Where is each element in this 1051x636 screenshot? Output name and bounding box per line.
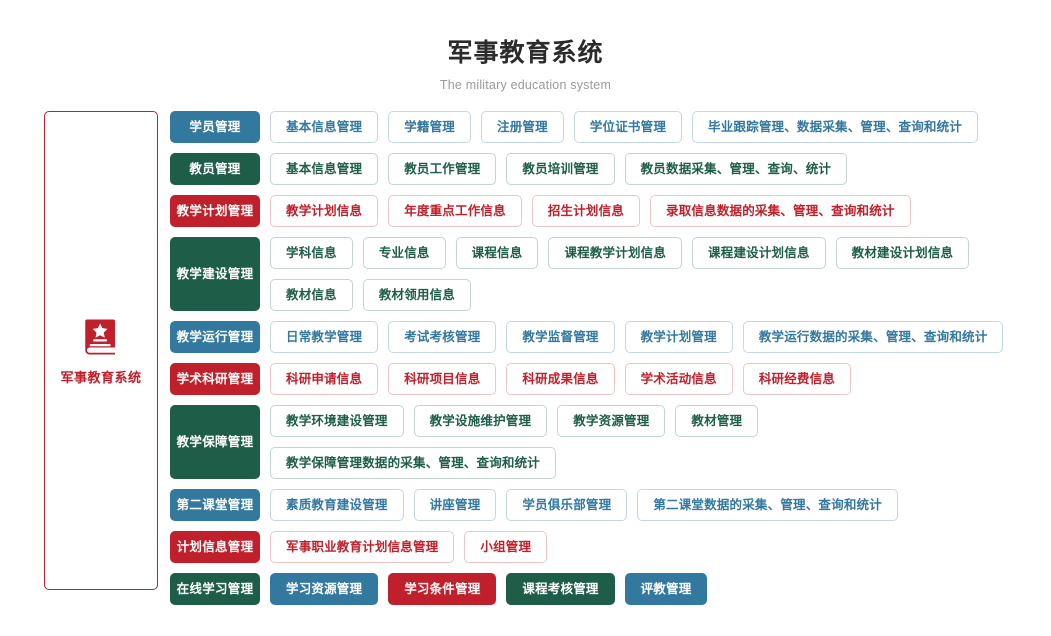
category-item-list: 教学计划信息年度重点工作信息招生计划信息录取信息数据的采集、管理、查询和统计: [270, 195, 1051, 228]
module-button[interactable]: 毕业跟踪管理、数据采集、管理、查询和统计: [692, 111, 979, 144]
category-item-list: 学科信息专业信息课程信息课程教学计划信息课程建设计划信息教材建设计划信息教材信息…: [270, 237, 1051, 312]
category-item-list: 日常教学管理考试考核管理教学监督管理教学计划管理教学运行数据的采集、管理、查询和…: [270, 321, 1051, 354]
module-button[interactable]: 课程建设计划信息: [692, 237, 826, 270]
category-label-4[interactable]: 教学建设管理: [170, 237, 260, 312]
module-button[interactable]: 课程教学计划信息: [548, 237, 683, 270]
module-button[interactable]: 学术活动信息: [624, 363, 733, 396]
module-button[interactable]: 招生计划信息: [531, 195, 641, 228]
module-button[interactable]: 教材信息: [270, 279, 353, 312]
module-button[interactable]: 学位证书管理: [573, 111, 683, 144]
module-button[interactable]: 教材管理: [675, 405, 759, 438]
module-button[interactable]: 教学运行数据的采集、管理、查询和统计: [742, 321, 1004, 354]
module-button[interactable]: 教学资源管理: [557, 405, 666, 438]
module-button[interactable]: 学籍管理: [388, 111, 472, 144]
module-button[interactable]: 科研成果信息: [506, 363, 615, 396]
module-button[interactable]: 学习条件管理: [388, 573, 497, 606]
category-label-6[interactable]: 学术科研管理: [170, 363, 260, 396]
module-button[interactable]: 素质教育建设管理: [270, 489, 404, 522]
module-button[interactable]: 第二课堂数据的采集、管理、查询和统计: [637, 489, 898, 522]
category-label-1[interactable]: 学员管理: [170, 111, 260, 144]
category-item-list: 军事职业教育计划信息管理小组管理: [270, 531, 1051, 564]
category-item-list: 教学环境建设管理教学设施维护管理教学资源管理教材管理教学保障管理数据的采集、管理…: [270, 405, 1051, 480]
category-item-list: 学习资源管理学习条件管理课程考核管理评教管理: [270, 573, 1051, 606]
brand-label: 军事教育系统: [60, 369, 142, 385]
module-button[interactable]: 科研经费信息: [742, 363, 852, 396]
module-button[interactable]: 考试考核管理: [388, 321, 497, 354]
page-title: 军事教育系统: [447, 39, 604, 67]
module-button[interactable]: 教员工作管理: [388, 153, 497, 186]
page-subtitle: The military education system: [439, 78, 612, 93]
module-button[interactable]: 教学计划信息: [270, 195, 379, 228]
category-label-7[interactable]: 教学保障管理: [170, 405, 260, 480]
module-button[interactable]: 小组管理: [464, 531, 548, 564]
module-button[interactable]: 课程信息: [455, 237, 539, 270]
module-button[interactable]: 教学计划管理: [624, 321, 733, 354]
category-item-list: 素质教育建设管理讲座管理学员俱乐部管理第二课堂数据的采集、管理、查询和统计: [270, 489, 1051, 522]
brand-card: 军事教育系统: [44, 111, 158, 591]
module-button[interactable]: 学员俱乐部管理: [506, 489, 628, 522]
module-button[interactable]: 教员培训管理: [506, 153, 615, 186]
category-label-3[interactable]: 教学计划管理: [170, 195, 260, 228]
category-label-10[interactable]: 在线学习管理: [170, 573, 260, 606]
module-button[interactable]: 基本信息管理: [270, 153, 379, 186]
category-row: 在线学习管理学习资源管理学习条件管理课程考核管理评教管理: [170, 573, 1051, 606]
module-button[interactable]: 专业信息: [362, 237, 446, 270]
module-button[interactable]: 基本信息管理: [270, 111, 379, 144]
category-item-list: 基本信息管理教员工作管理教员培训管理教员数据采集、管理、查询、统计: [270, 153, 1051, 186]
module-button[interactable]: 日常教学管理: [270, 321, 379, 354]
category-item-list: 科研申请信息科研项目信息科研成果信息学术活动信息科研经费信息: [270, 363, 1051, 396]
module-button[interactable]: 教学监督管理: [506, 321, 615, 354]
module-button[interactable]: 科研申请信息: [270, 363, 379, 396]
category-row: 教学运行管理日常教学管理考试考核管理教学监督管理教学计划管理教学运行数据的采集、…: [170, 321, 1051, 354]
module-button[interactable]: 课程考核管理: [506, 573, 615, 606]
page-header: 军事教育系统 The military education system: [0, 0, 1051, 92]
module-button[interactable]: 教学保障管理数据的采集、管理、查询和统计: [270, 447, 557, 480]
module-button[interactable]: 注册管理: [481, 111, 564, 144]
module-button[interactable]: 讲座管理: [413, 489, 497, 522]
category-label-5[interactable]: 教学运行管理: [170, 321, 260, 354]
module-button[interactable]: 科研项目信息: [388, 363, 497, 396]
module-button[interactable]: 军事职业教育计划信息管理: [270, 531, 455, 564]
book-star-icon: [80, 316, 122, 358]
category-label-9[interactable]: 计划信息管理: [170, 531, 260, 564]
module-button[interactable]: 评教管理: [624, 573, 708, 606]
module-button[interactable]: 教材领用信息: [362, 279, 472, 312]
main-layout: 军事教育系统 学员管理基本信息管理学籍管理注册管理学位证书管理毕业跟踪管理、数据…: [0, 111, 1051, 606]
category-row: 学员管理基本信息管理学籍管理注册管理学位证书管理毕业跟踪管理、数据采集、管理、查…: [170, 111, 1051, 144]
category-row: 学术科研管理科研申请信息科研项目信息科研成果信息学术活动信息科研经费信息: [170, 363, 1051, 396]
module-button[interactable]: 学习资源管理: [270, 573, 379, 606]
module-button[interactable]: 录取信息数据的采集、管理、查询和统计: [650, 195, 911, 228]
category-row: 教学保障管理教学环境建设管理教学设施维护管理教学资源管理教材管理教学保障管理数据…: [170, 405, 1051, 480]
module-button[interactable]: 教材建设计划信息: [835, 237, 970, 270]
category-row: 教学建设管理学科信息专业信息课程信息课程教学计划信息课程建设计划信息教材建设计划…: [170, 237, 1051, 312]
module-button[interactable]: 教学环境建设管理: [270, 405, 404, 438]
module-button[interactable]: 学科信息: [270, 237, 353, 270]
module-button[interactable]: 教员数据采集、管理、查询、统计: [624, 153, 848, 186]
category-row: 教员管理基本信息管理教员工作管理教员培训管理教员数据采集、管理、查询、统计: [170, 153, 1051, 186]
category-row: 教学计划管理教学计划信息年度重点工作信息招生计划信息录取信息数据的采集、管理、查…: [170, 195, 1051, 228]
module-button[interactable]: 年度重点工作信息: [388, 195, 522, 228]
category-row: 第二课堂管理素质教育建设管理讲座管理学员俱乐部管理第二课堂数据的采集、管理、查询…: [170, 489, 1051, 522]
category-label-8[interactable]: 第二课堂管理: [170, 489, 260, 522]
module-button[interactable]: 教学设施维护管理: [413, 405, 548, 438]
category-item-list: 基本信息管理学籍管理注册管理学位证书管理毕业跟踪管理、数据采集、管理、查询和统计: [270, 111, 1051, 144]
category-row: 计划信息管理军事职业教育计划信息管理小组管理: [170, 531, 1051, 564]
category-rows: 学员管理基本信息管理学籍管理注册管理学位证书管理毕业跟踪管理、数据采集、管理、查…: [170, 111, 1051, 606]
category-label-2[interactable]: 教员管理: [170, 153, 260, 186]
